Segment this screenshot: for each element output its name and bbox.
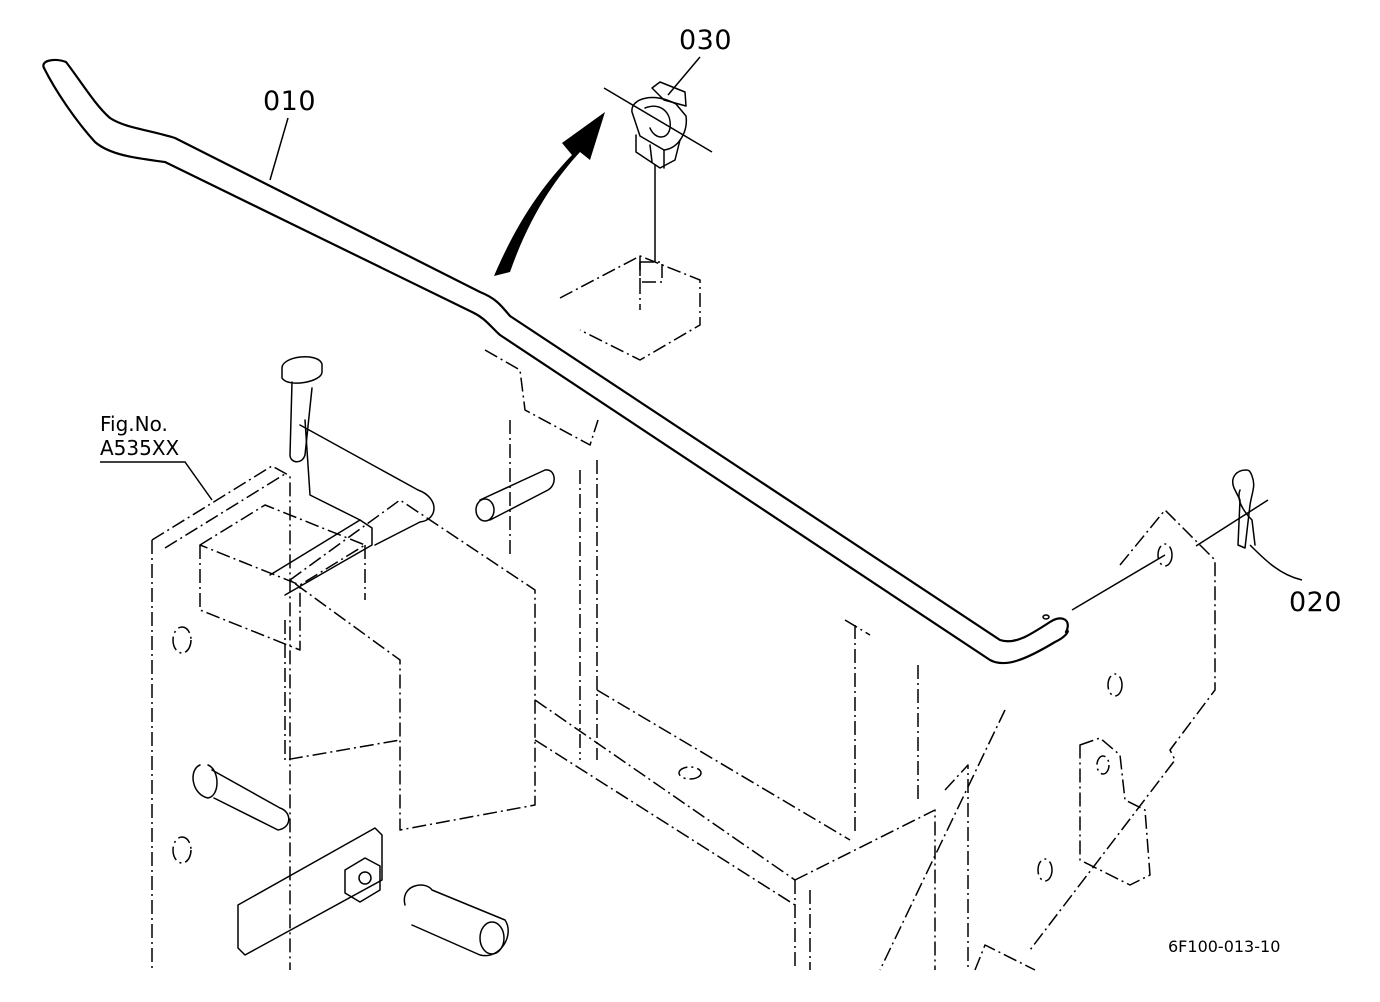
hardware-details — [192, 356, 555, 957]
rod-part-010 — [42, 58, 1069, 665]
direction-arrow — [494, 112, 605, 276]
phantom-frame — [151, 255, 1216, 971]
clip-part-030 — [603, 81, 713, 169]
callout-010: 010 — [263, 86, 317, 117]
callout-030: 030 — [679, 25, 733, 56]
pin-part-020 — [1195, 469, 1269, 549]
callout-leaders — [100, 56, 1303, 581]
callout-020: 020 — [1289, 587, 1343, 618]
guide-lines — [639, 165, 1166, 611]
figure-reference-line2: A535XX — [100, 436, 180, 460]
figure-reference-line1: Fig.No. — [100, 412, 168, 436]
figure-reference: Fig.No. A535XX — [100, 412, 179, 460]
drawing-code: 6F100-013-10 — [1168, 937, 1281, 956]
